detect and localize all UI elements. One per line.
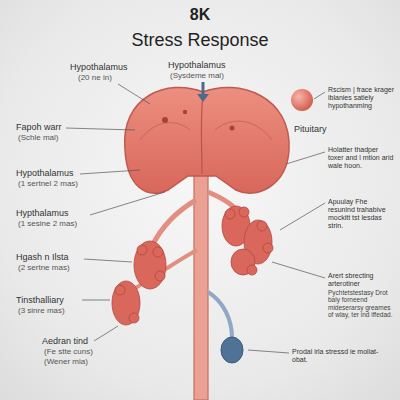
side-note: Arert sbrecting arterotiner	[328, 272, 394, 288]
dot	[162, 117, 168, 123]
part-name: Hypothalamus	[16, 168, 106, 178]
side-note: Prodal irla stressd ie moliat-obat.	[292, 348, 384, 364]
part-name: Hypothalamus	[168, 60, 248, 70]
part-note: (Fe stte cuns)	[44, 347, 134, 356]
part-note: (Schle mal)	[18, 133, 88, 142]
side-note: Holatter thadper toxer and l mtion arid …	[328, 146, 394, 170]
part-name: Pituitary	[294, 124, 334, 134]
part-note: (2 sertne mas)	[18, 263, 108, 272]
branch-vessel	[152, 200, 196, 246]
side-note: Pychtetstestasy Drot baly forneend mides…	[328, 289, 394, 319]
part-name: Fapoh warr	[16, 122, 86, 132]
right-gland-cluster	[222, 206, 273, 275]
heading-mark: 8K	[150, 6, 250, 24]
part-note: (3 sinre mas)	[18, 306, 108, 315]
part-note: (1 sesine 2 mas)	[18, 219, 108, 228]
down-arrow-head	[197, 94, 209, 102]
part-name: Aedran tind	[42, 336, 132, 346]
part-note: (Sysdeme mal)	[170, 71, 250, 80]
down-arrow	[202, 82, 205, 96]
side-note: Rscism | frace krager iblanies satiely h…	[328, 86, 394, 110]
left-gland-cluster	[112, 241, 166, 325]
leader-lines	[66, 84, 325, 353]
stem	[194, 172, 208, 400]
fold	[140, 121, 272, 140]
part-name: Hypthalamus	[16, 208, 106, 218]
part-note: (Wener mia)	[44, 357, 134, 366]
side-note: Apuulay Fhe resunind trahabive mockitt t…	[328, 198, 394, 230]
midline	[201, 94, 203, 174]
blue-bulb	[221, 337, 243, 363]
part-name: Hgash n Ilsta	[16, 252, 106, 262]
dot	[230, 126, 235, 131]
part-name: Hypothalamus	[70, 62, 150, 72]
part-name: Tinsthalliary	[16, 295, 106, 305]
diagram-title: Stress Response	[0, 30, 400, 51]
part-note: (1 sertnel 2 mas)	[18, 179, 108, 188]
dot	[183, 110, 187, 114]
part-note: (20 ne in)	[78, 73, 148, 82]
red-sphere	[291, 89, 313, 111]
blue-vessel	[208, 292, 232, 338]
